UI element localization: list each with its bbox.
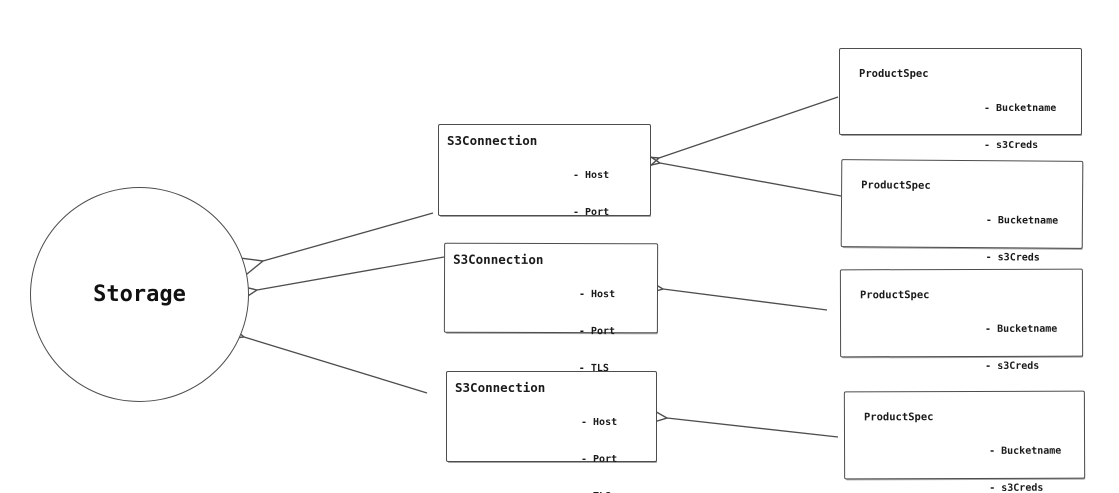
arrow-s3connection2-to-storage [234, 256, 445, 304]
storage-label: Storage [93, 282, 186, 307]
attribute-tls: - TLS [581, 491, 617, 493]
attribute-port: - Port [578, 326, 616, 338]
arrow-productspec2-to-s3connection1 [637, 149, 842, 197]
productspec-title: ProductSpec [863, 411, 934, 424]
s3connection-node-1: S3Connection - Host - Port - TLS [438, 124, 651, 255]
productspec-title: ProductSpec [861, 179, 931, 192]
attribute-host: - Host [581, 416, 618, 428]
productspec-attributes: - Bucketname - s3Creds [989, 421, 1062, 493]
productspec-node-1: ProductSpec - Bucketname - s3Creds [839, 48, 1082, 151]
attribute-bucketname: - Bucketname [984, 102, 1057, 114]
s3connection-title: S3Connection [447, 133, 538, 148]
productspec-node-3: ProductSpec - Bucketname - s3Creds [839, 268, 1084, 372]
productspec-title: ProductSpec [859, 289, 930, 302]
attribute-bucketname: - Bucketname [985, 214, 1059, 227]
productspec-attributes: - Bucketname - s3Creds [984, 78, 1056, 177]
attribute-bucketname: - Bucketname [985, 323, 1058, 335]
s3connection-node-2: S3Connection - Host - Port - TLS [443, 242, 659, 374]
productspec-node-4: ProductSpec - Bucketname - s3Creds [843, 390, 1086, 493]
attribute-s3creds: - s3Creds [985, 252, 1040, 264]
s3connection-title: S3Connection [453, 251, 544, 267]
attribute-host: - Host [573, 169, 610, 181]
s3connection-node-3: S3Connection - Host - Port - TLS [446, 371, 657, 493]
attribute-host: - Host [578, 288, 616, 300]
arrow-s3connection1-to-storage [239, 212, 434, 277]
attribute-port: - Port [581, 454, 618, 466]
arrow-productspec3-to-s3connection2 [640, 276, 828, 311]
attribute-s3creds: - s3Creds [984, 140, 1039, 152]
s3connection-title: S3Connection [455, 380, 546, 395]
arrow-productspec4-to-s3connection3 [644, 406, 839, 438]
arrow-productspec1-to-s3connection1 [635, 96, 839, 174]
attribute-bucketname: - Bucketname [989, 445, 1062, 457]
attribute-s3creds: - s3Creds [989, 482, 1044, 493]
storage-node: Storage [30, 187, 249, 402]
s3connection-attributes: - Host - Port - TLS [581, 392, 617, 493]
attribute-port: - Port [573, 207, 610, 219]
productspec-attributes: - Bucketname - s3Creds [985, 299, 1058, 398]
productspec-node-2: ProductSpec - Bucketname - s3Creds [840, 159, 1084, 264]
attribute-s3creds: - s3Creds [985, 360, 1040, 372]
arrow-s3connection3-to-storage [220, 321, 428, 394]
productspec-title: ProductSpec [859, 68, 929, 80]
